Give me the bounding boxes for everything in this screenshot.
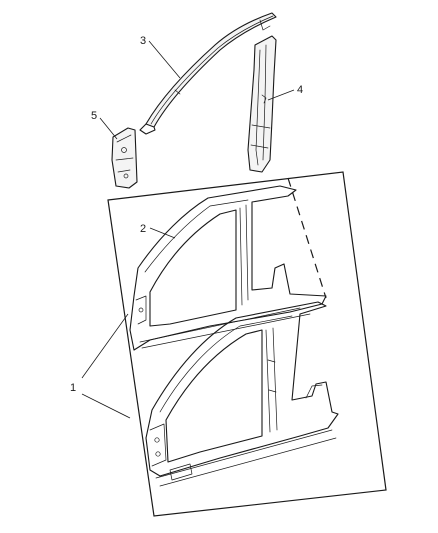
- leader-1-lower: [81, 393, 131, 419]
- leader-4: [267, 89, 295, 101]
- part-5-hinge-bracket: [111, 127, 138, 189]
- callout-2: 2: [140, 223, 146, 235]
- callout-4: 4: [297, 84, 303, 96]
- part-1-body-side: [145, 301, 339, 487]
- part-4-b-pillar: [247, 35, 277, 173]
- part-3-pillar-rail: [139, 12, 277, 135]
- callout-labels: 3 4 5 2 1: [70, 35, 303, 394]
- leader-5: [99, 117, 118, 140]
- callout-3: 3: [140, 35, 146, 47]
- leader-2: [149, 227, 176, 239]
- dashed-leader: [287, 177, 327, 299]
- leader-lines: [81, 40, 295, 419]
- callout-1: 1: [70, 382, 76, 394]
- part-2-inner-aperture: [129, 185, 327, 351]
- callout-5: 5: [91, 110, 97, 122]
- leader-3: [148, 40, 181, 79]
- leader-1-upper: [81, 313, 129, 379]
- assembly-frame: [107, 171, 387, 517]
